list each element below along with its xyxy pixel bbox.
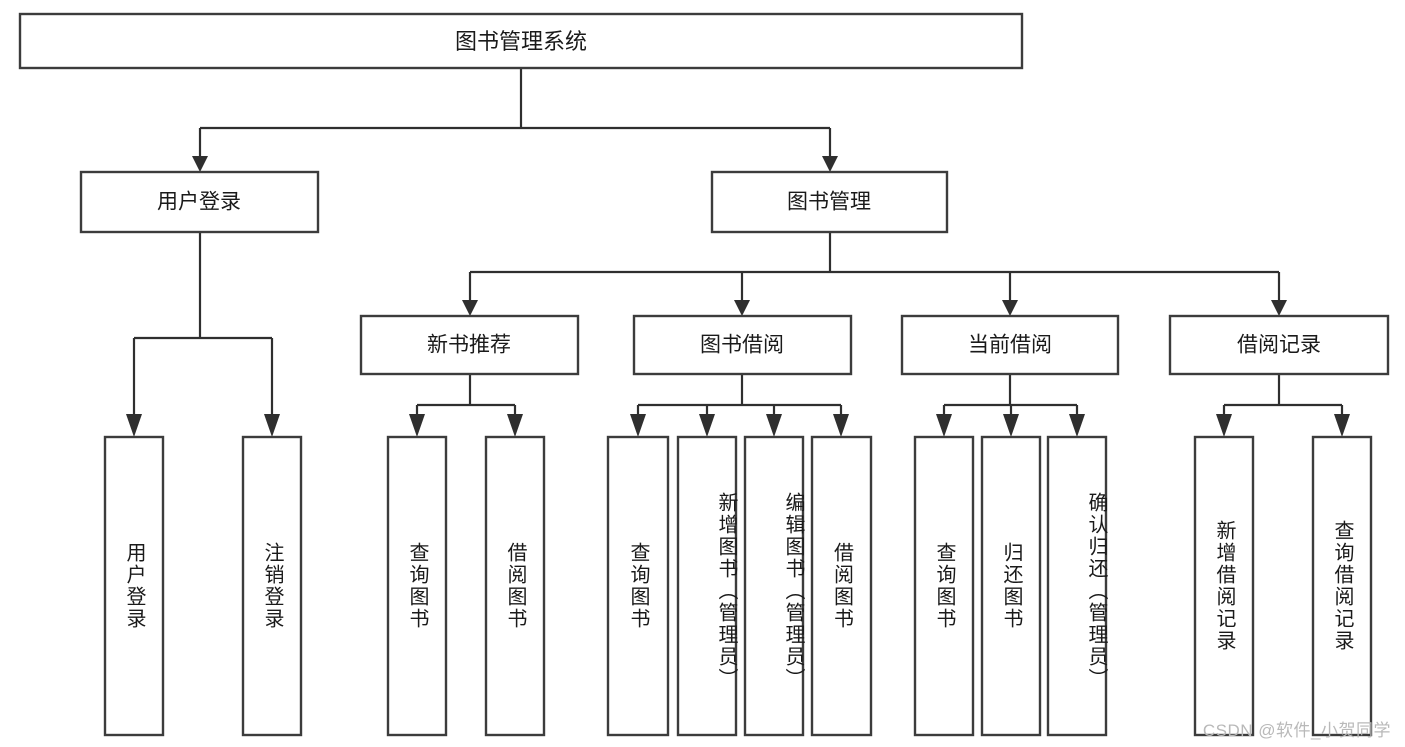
- level2-box-3[interactable]: [1168, 314, 1390, 376]
- arrow-head-leaf-查询图书-图书借阅: [630, 414, 646, 437]
- csdn-watermark: CSDN @软件_小贺同学: [1202, 721, 1391, 740]
- leaf-box-8[interactable]: [913, 435, 975, 737]
- arrow-head-leaf-借阅图书-新书推荐: [507, 414, 523, 437]
- leaf-box-9[interactable]: [980, 435, 1042, 737]
- level1-label-1: 图书管理: [787, 191, 871, 214]
- arrow-head-leaf-查询图书-新书推荐: [409, 414, 425, 437]
- connector-新书推荐-to-leaves: [415, 374, 517, 421]
- leaf-box-4[interactable]: [606, 435, 670, 737]
- level2-box-1[interactable]: [632, 314, 853, 376]
- level2-box-0[interactable]: [359, 314, 580, 376]
- arrow-head-leaf-归还图书: [1003, 414, 1019, 437]
- leaf-box-11[interactable]: [1193, 435, 1255, 737]
- level2-label-0: 新书推荐: [427, 334, 511, 357]
- level2-box-2[interactable]: [900, 314, 1120, 376]
- arrow-head-leaf-用户登录: [126, 414, 142, 437]
- connector-用户登录-to-leaves: [132, 232, 274, 421]
- arrow-head-to-新书推荐: [462, 300, 478, 316]
- level1-box-0[interactable]: [79, 170, 320, 234]
- arrow-head-leaf-新增图书: [699, 414, 715, 437]
- arrow-head-leaf-注销登录: [264, 414, 280, 437]
- node-level1-用户登录[interactable]: 用户登录: [79, 170, 320, 234]
- arrow-head-to-当前借阅: [1002, 300, 1018, 316]
- arrow-head-leaf-确认归还: [1069, 414, 1085, 437]
- root-label: 图书管理系统: [455, 29, 587, 54]
- leaf-box-6[interactable]: [743, 435, 805, 737]
- connector-图书借阅-to-leaves: [636, 374, 843, 421]
- arrow-head-leaf-查询图书-当前借阅: [936, 414, 952, 437]
- connector-layer: [126, 68, 1350, 437]
- leaf-box-1[interactable]: [241, 435, 303, 737]
- level2-label-2: 当前借阅: [968, 334, 1052, 357]
- arrow-head-leaf-编辑图书: [766, 414, 782, 437]
- level2-label-3: 借阅记录: [1237, 334, 1321, 357]
- arrow-head-to-用户登录: [192, 156, 208, 172]
- node-level2-图书借阅[interactable]: 图书借阅: [632, 314, 853, 376]
- arrow-head-to-借阅记录: [1271, 300, 1287, 316]
- arrow-head-to-图书管理: [822, 156, 838, 172]
- leaf-box-3[interactable]: [484, 435, 546, 737]
- node-level2-借阅记录[interactable]: 借阅记录: [1168, 314, 1390, 376]
- arrow-head-leaf-借阅图书-图书借阅: [833, 414, 849, 437]
- leaf-box-5[interactable]: [676, 435, 738, 737]
- leaf-box-0[interactable]: [103, 435, 165, 737]
- arrow-head-leaf-查询借阅记录: [1334, 414, 1350, 437]
- node-level2-当前借阅[interactable]: 当前借阅: [900, 314, 1120, 376]
- node-level1-图书管理[interactable]: 图书管理: [710, 170, 949, 234]
- connector-root-to-level1: [198, 68, 832, 156]
- leaf-box-12[interactable]: [1311, 435, 1373, 737]
- level1-box-1[interactable]: [710, 170, 949, 234]
- leaf-box-7[interactable]: [810, 435, 873, 737]
- leaf-box-10[interactable]: [1046, 435, 1108, 737]
- leaf-box-layer: [103, 435, 1373, 737]
- level2-label-1: 图书借阅: [700, 334, 784, 357]
- level1-label-0: 用户登录: [157, 191, 241, 214]
- node-root-图书管理系统[interactable]: 图书管理系统: [18, 12, 1024, 70]
- leaf-box-2[interactable]: [386, 435, 448, 737]
- root-box[interactable]: [18, 12, 1024, 70]
- connector-借阅记录-to-leaves: [1222, 374, 1344, 421]
- connector-当前借阅-to-leaves: [942, 374, 1079, 421]
- arrow-head-to-图书借阅: [734, 300, 750, 316]
- arrow-head-leaf-新增借阅记录: [1216, 414, 1232, 437]
- connector-图书管理-to-level2: [468, 232, 1281, 300]
- node-level2-新书推荐[interactable]: 新书推荐: [359, 314, 580, 376]
